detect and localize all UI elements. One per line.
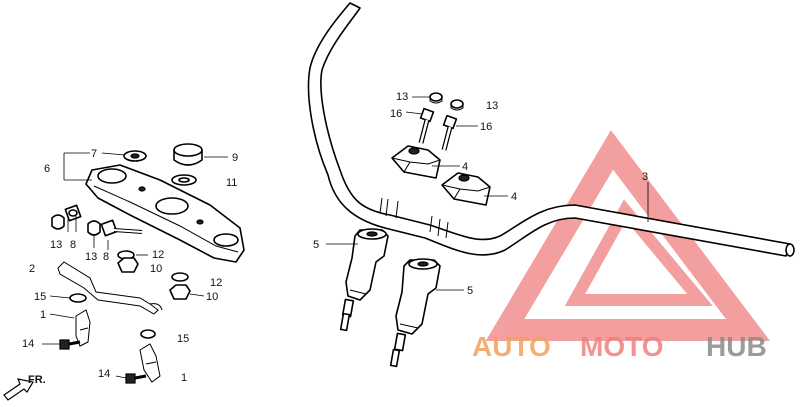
callout-13-lower-right: 13 [85, 251, 97, 263]
callout-16-right: 16 [480, 121, 492, 133]
callout-2: 2 [29, 263, 35, 275]
callout-9: 9 [232, 152, 238, 164]
lower-holder-left [339, 228, 389, 332]
callout-13-upper-left: 13 [396, 91, 408, 103]
washer-12-lower [171, 272, 189, 282]
callout-10-upper: 10 [150, 263, 162, 275]
upper-holder-right [441, 172, 491, 206]
cap-13-upper-right [450, 99, 464, 111]
bolt-8-right [100, 219, 143, 237]
cap-7 [123, 150, 147, 162]
watermark-brand-c: HUB [706, 331, 767, 362]
watermark-text: AUTO MOTO HUB [472, 331, 767, 362]
watermark-triangle [485, 130, 771, 341]
front-arrow-icon: FR. [3, 374, 46, 401]
washer-11 [171, 174, 197, 186]
bolt-8-left [64, 204, 82, 222]
callout-5-left: 5 [313, 239, 319, 251]
callout-12-upper: 12 [152, 249, 164, 261]
nut-10-upper [117, 257, 139, 273]
callout-4-lower: 4 [511, 191, 517, 203]
callout-1-upper: 1 [40, 309, 46, 321]
watermark-brand-b: MOTO [580, 331, 663, 362]
callout-13-upper-right: 13 [486, 100, 498, 112]
screw-14-lower [125, 373, 147, 384]
callout-1-lower: 1 [181, 372, 187, 384]
bolt-16-left [418, 107, 435, 144]
nut-10-lower [169, 284, 191, 300]
bolt-16-right [441, 114, 458, 151]
handlebar [307, 2, 795, 257]
watermark-brand-a: AUTO [472, 331, 551, 362]
clip-1-upper [75, 309, 91, 347]
callout-14-upper: 14 [22, 338, 34, 350]
nut-9 [173, 143, 203, 166]
front-direction-label: FR. [28, 374, 46, 386]
callout-13-lower-left: 13 [50, 239, 62, 251]
leader-lines [42, 96, 649, 379]
lower-holder-right [389, 258, 441, 368]
band-15-lower [140, 329, 156, 339]
callout-10-lower: 10 [206, 291, 218, 303]
callout-5-right: 5 [467, 285, 473, 297]
callout-7: 7 [91, 148, 97, 160]
callout-3: 3 [642, 171, 648, 183]
callout-4-upper: 4 [462, 161, 468, 173]
callout-11: 11 [226, 177, 237, 189]
callout-6: 6 [44, 163, 50, 175]
callout-15-upper: 15 [34, 291, 46, 303]
callouts: 6 7 9 11 13 8 13 8 12 10 2 12 10 15 1 15… [22, 91, 648, 384]
wire-guide [57, 261, 163, 315]
callout-12-lower: 12 [210, 277, 222, 289]
callout-14-lower: 14 [98, 368, 110, 380]
cap-13-lower-right [87, 220, 101, 236]
callout-16-left: 16 [390, 108, 402, 120]
cap-13-lower-left [51, 214, 65, 230]
upper-holder-left [391, 145, 441, 179]
clip-1-lower [139, 343, 161, 383]
callout-8-right: 8 [103, 251, 109, 263]
callout-15-lower: 15 [177, 333, 189, 345]
cap-13-upper-left [429, 92, 443, 104]
top-bridge [85, 164, 245, 263]
callout-8-left: 8 [70, 239, 76, 251]
screw-14-upper [59, 339, 81, 350]
band-15-upper [69, 293, 87, 303]
